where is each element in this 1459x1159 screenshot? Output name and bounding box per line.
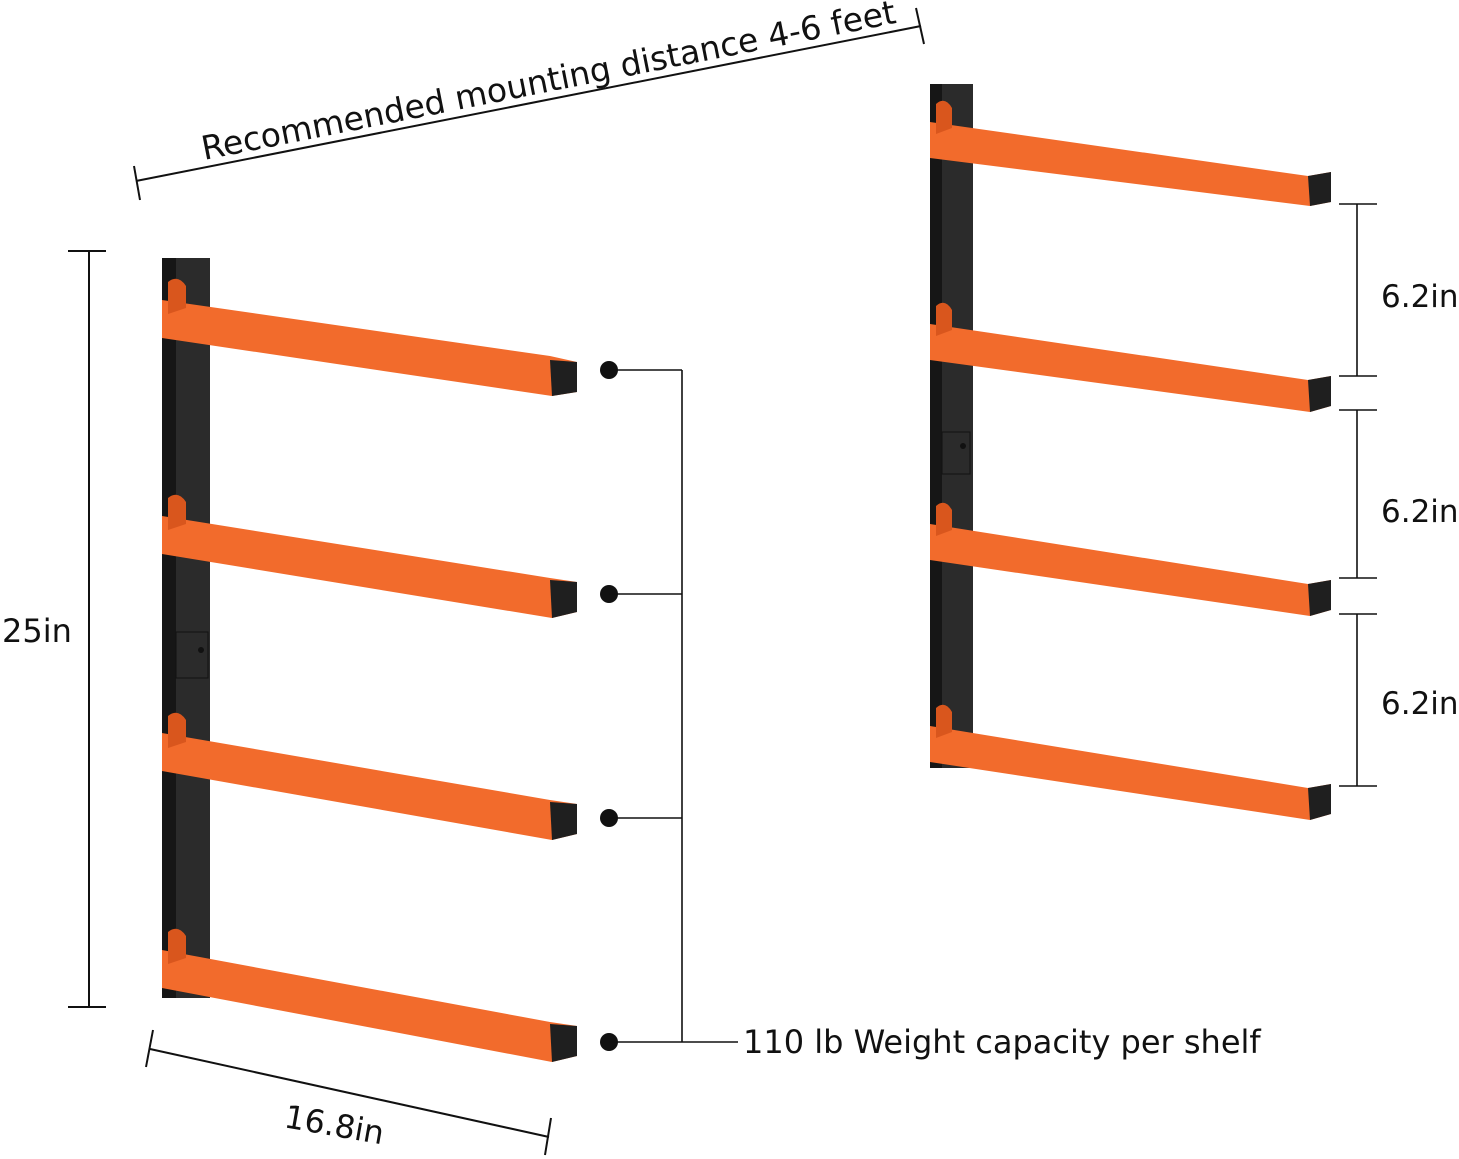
mounting-distance-dimension: Recommended mounting distance 4-6 feet — [133, 0, 925, 201]
right-rack-arm-4 — [930, 704, 1331, 820]
right-rack-arm-1 — [930, 100, 1331, 206]
left-rack — [162, 258, 577, 1062]
weight-capacity-label: 110 lb Weight capacity per shelf — [743, 1023, 1261, 1061]
spacing-dimension-2: 6.2in — [1339, 409, 1459, 579]
spacing-label-1: 6.2in — [1381, 279, 1459, 315]
left-rack-arm-1 — [162, 278, 577, 396]
height-dimension: 25in — [2, 250, 106, 1008]
right-rack — [930, 84, 1331, 820]
spacing-dimension-3: 6.2in — [1339, 613, 1459, 787]
spacing-dimension-1: 6.2in — [1339, 203, 1459, 377]
spacing-label-3: 6.2in — [1381, 686, 1459, 722]
left-rack-arm-4 — [162, 928, 577, 1062]
height-label: 25in — [2, 612, 72, 650]
left-rack-arm-2 — [162, 494, 577, 618]
left-rack-arm-3 — [162, 712, 577, 840]
arm-length-label: 16.8in — [282, 1097, 387, 1152]
mounting-distance-label: Recommended mounting distance 4-6 feet — [198, 0, 899, 168]
weight-capacity-callout: 110 lb Weight capacity per shelf — [600, 361, 1261, 1061]
right-rack-arm-3 — [930, 502, 1331, 616]
spacing-label-2: 6.2in — [1381, 494, 1459, 530]
right-rack-arm-2 — [930, 302, 1331, 412]
